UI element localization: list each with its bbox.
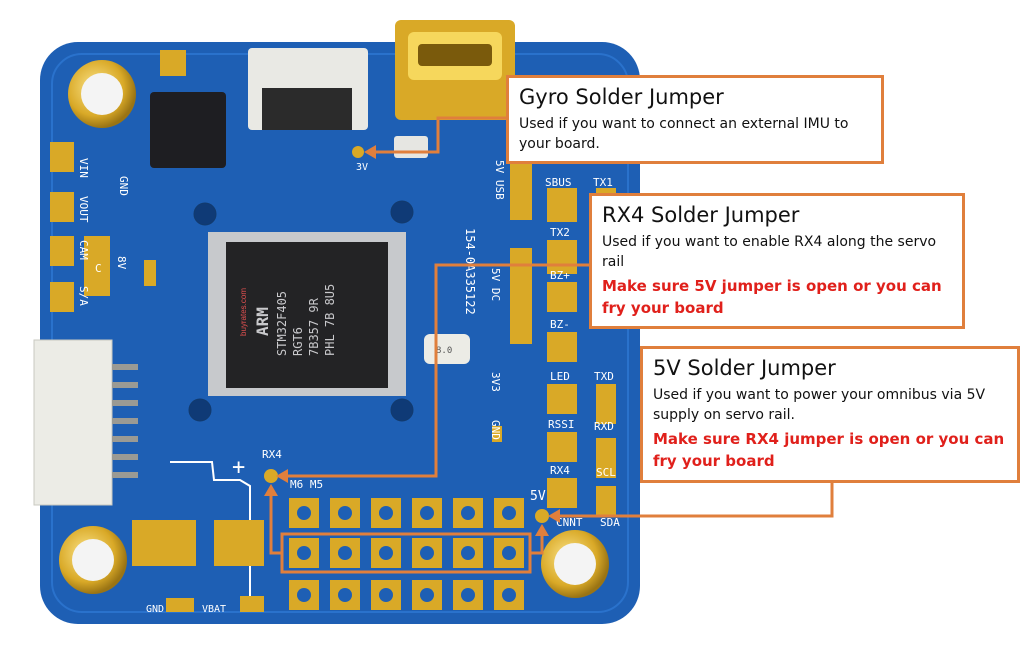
label-scl: SCL — [596, 466, 616, 479]
gyro-jumper-pad — [352, 146, 364, 158]
label-5v-jumper: 5V — [530, 489, 546, 504]
5v-callout-description: Used if you want to power your omnibus v… — [653, 387, 986, 423]
rx4-up-arrowhead — [264, 484, 278, 496]
label-bz-minus: BZ- — [550, 318, 570, 331]
label-vin: VIN — [77, 158, 90, 178]
5v-up-arrowhead — [535, 524, 549, 536]
label-gnd-mid: GND — [489, 420, 502, 440]
label-rssi: RSSI — [548, 418, 575, 431]
5v-leader-line — [556, 483, 834, 518]
label-sa: S/A — [77, 286, 90, 306]
chip-text-rev: RGT6 — [291, 327, 305, 356]
label-c: C — [95, 262, 102, 275]
rx4-arrow-line — [269, 490, 282, 555]
label-tx2: TX2 — [550, 226, 570, 239]
label-3v3: 3V3 — [489, 372, 502, 392]
side-connector — [33, 339, 138, 506]
label-vbat: VBAT — [202, 604, 226, 615]
label-rx4: RX4 — [550, 464, 570, 477]
5v-callout-title: 5V Solder Jumper — [653, 356, 836, 380]
gyro-leader-line — [372, 116, 506, 154]
5v-jumper-pad — [535, 509, 549, 523]
rx4-callout-title: RX4 Solder Jumper — [602, 203, 800, 227]
rx4-jumper-pad — [264, 469, 278, 483]
gyro-callout-title: Gyro Solder Jumper — [519, 85, 724, 109]
mounting-hole-top-left — [68, 60, 136, 128]
rx4-callout-warning: Make sure 5V jumper is open or you can f… — [602, 277, 942, 317]
servo-rail-pads — [289, 498, 524, 610]
rx4-arrowhead — [276, 469, 288, 483]
gyro-arrowhead — [364, 145, 376, 159]
5v-arrow-line — [530, 530, 544, 555]
5v-callout-warning: Make sure RX4 jumper is open or you can … — [653, 430, 1005, 470]
mounting-hole-bottom-right — [541, 530, 609, 598]
crystal-label: 8.0 — [436, 346, 452, 356]
label-8v: 8V — [115, 256, 128, 270]
label-5v-dc: 5V DC — [489, 268, 502, 301]
label-txd: TXD — [594, 370, 614, 383]
label-bz-plus: BZ+ — [550, 269, 570, 282]
label-sbus: SBUS — [545, 176, 572, 189]
label-m6-m5: M6 M5 — [290, 478, 323, 491]
mcu-chip: ARM STM32F405 RGT6 7B357 9R PHL 7B 8U5 — [208, 232, 406, 396]
rx4-callout-description: Used if you want to enable RX4 along the… — [602, 234, 937, 270]
gyro-callout-description: Used if you want to connect an external … — [519, 116, 849, 152]
label-5v-usb: 5V USB — [493, 160, 506, 200]
label-sda: SDA — [600, 516, 620, 529]
gyro-callout: Gyro Solder Jumper Used if you want to c… — [506, 75, 884, 164]
label-gnd-top: GND — [117, 176, 130, 196]
5v-arrowhead — [548, 509, 560, 523]
label-3v-small: 3V — [356, 162, 368, 173]
rx4-callout: RX4 Solder Jumper Used if you want to en… — [589, 193, 965, 329]
label-vout: VOUT — [77, 196, 90, 223]
rx4-leader-line — [284, 263, 589, 478]
mounting-hole-bottom-left — [59, 526, 127, 594]
label-rxd: RXD — [594, 420, 614, 433]
label-led: LED — [550, 370, 570, 383]
chip-text-arm: ARM — [253, 307, 272, 336]
label-plus: + — [232, 455, 245, 480]
imu-chip — [150, 92, 226, 168]
chip-text-lot: 7B357 9R — [307, 297, 321, 356]
5v-callout: 5V Solder Jumper Used if you want to pow… — [640, 346, 1020, 483]
serial-number: 154-0A335122 — [463, 228, 477, 315]
label-rx4-jumper: RX4 — [262, 448, 282, 461]
watermark-text: buyrates.com — [239, 288, 248, 336]
chip-text-part: STM32F405 — [275, 291, 289, 356]
label-tx1: TX1 — [593, 176, 613, 189]
label-gnd-bottom: GND — [146, 604, 164, 615]
label-cam: CAM — [77, 240, 90, 260]
chip-text-code: PHL 7B 8U5 — [323, 284, 337, 356]
label-cnnt: CNNT — [556, 516, 583, 529]
